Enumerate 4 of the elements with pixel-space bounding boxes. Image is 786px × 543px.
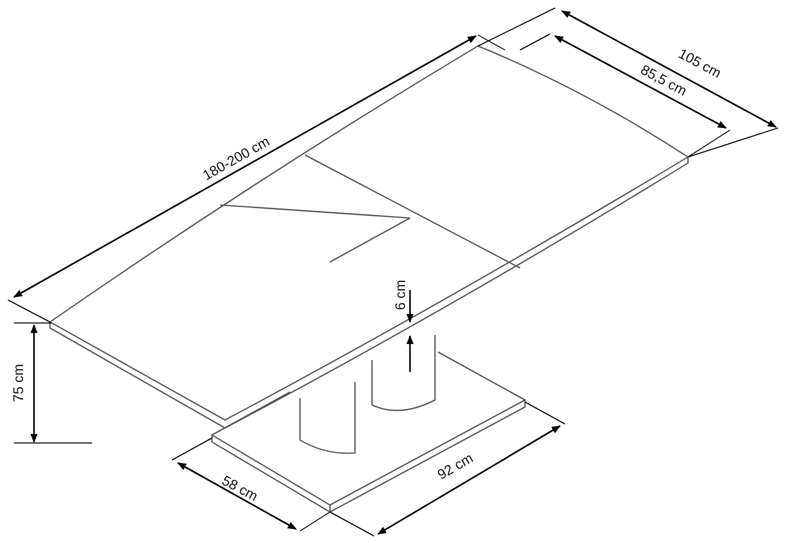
dimension-label: 58 cm bbox=[219, 472, 261, 504]
dimension-label: 6 cm bbox=[392, 280, 408, 310]
dimension-label: 92 cm bbox=[434, 450, 476, 482]
dimension-label: 75 cm bbox=[10, 364, 26, 402]
